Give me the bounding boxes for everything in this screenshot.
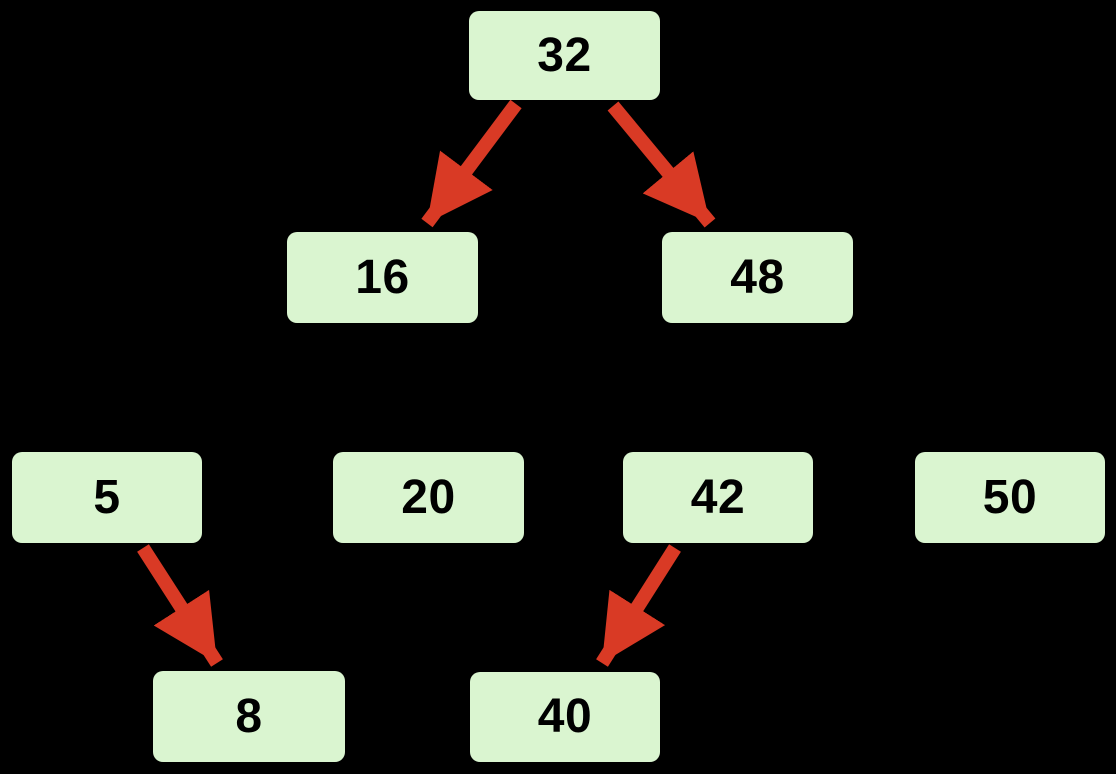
tree-node-5: 5 xyxy=(12,452,202,543)
tree-node-8: 8 xyxy=(153,671,345,762)
node-label: 42 xyxy=(690,470,746,524)
tree-node-16: 16 xyxy=(287,232,478,323)
tree-node-48: 48 xyxy=(662,232,853,323)
node-label: 5 xyxy=(93,470,121,524)
node-label: 50 xyxy=(982,470,1038,524)
tree-node-40: 40 xyxy=(470,672,660,762)
tree-edge-32-to-16 xyxy=(421,99,522,228)
node-label: 48 xyxy=(730,250,785,304)
tree-node-42: 42 xyxy=(623,452,813,543)
node-label: 8 xyxy=(235,689,263,743)
tree-node-20: 20 xyxy=(333,452,524,543)
node-label: 16 xyxy=(355,250,410,304)
tree-node-32: 32 xyxy=(469,11,660,100)
node-label: 32 xyxy=(537,28,592,82)
tree-edge-5-to-8 xyxy=(137,544,223,667)
tree-edge-32-to-48 xyxy=(607,101,716,228)
tree-node-50: 50 xyxy=(915,452,1105,543)
tree-edge-42-to-40 xyxy=(596,544,681,667)
node-label: 40 xyxy=(537,690,593,743)
node-label: 20 xyxy=(401,470,456,524)
